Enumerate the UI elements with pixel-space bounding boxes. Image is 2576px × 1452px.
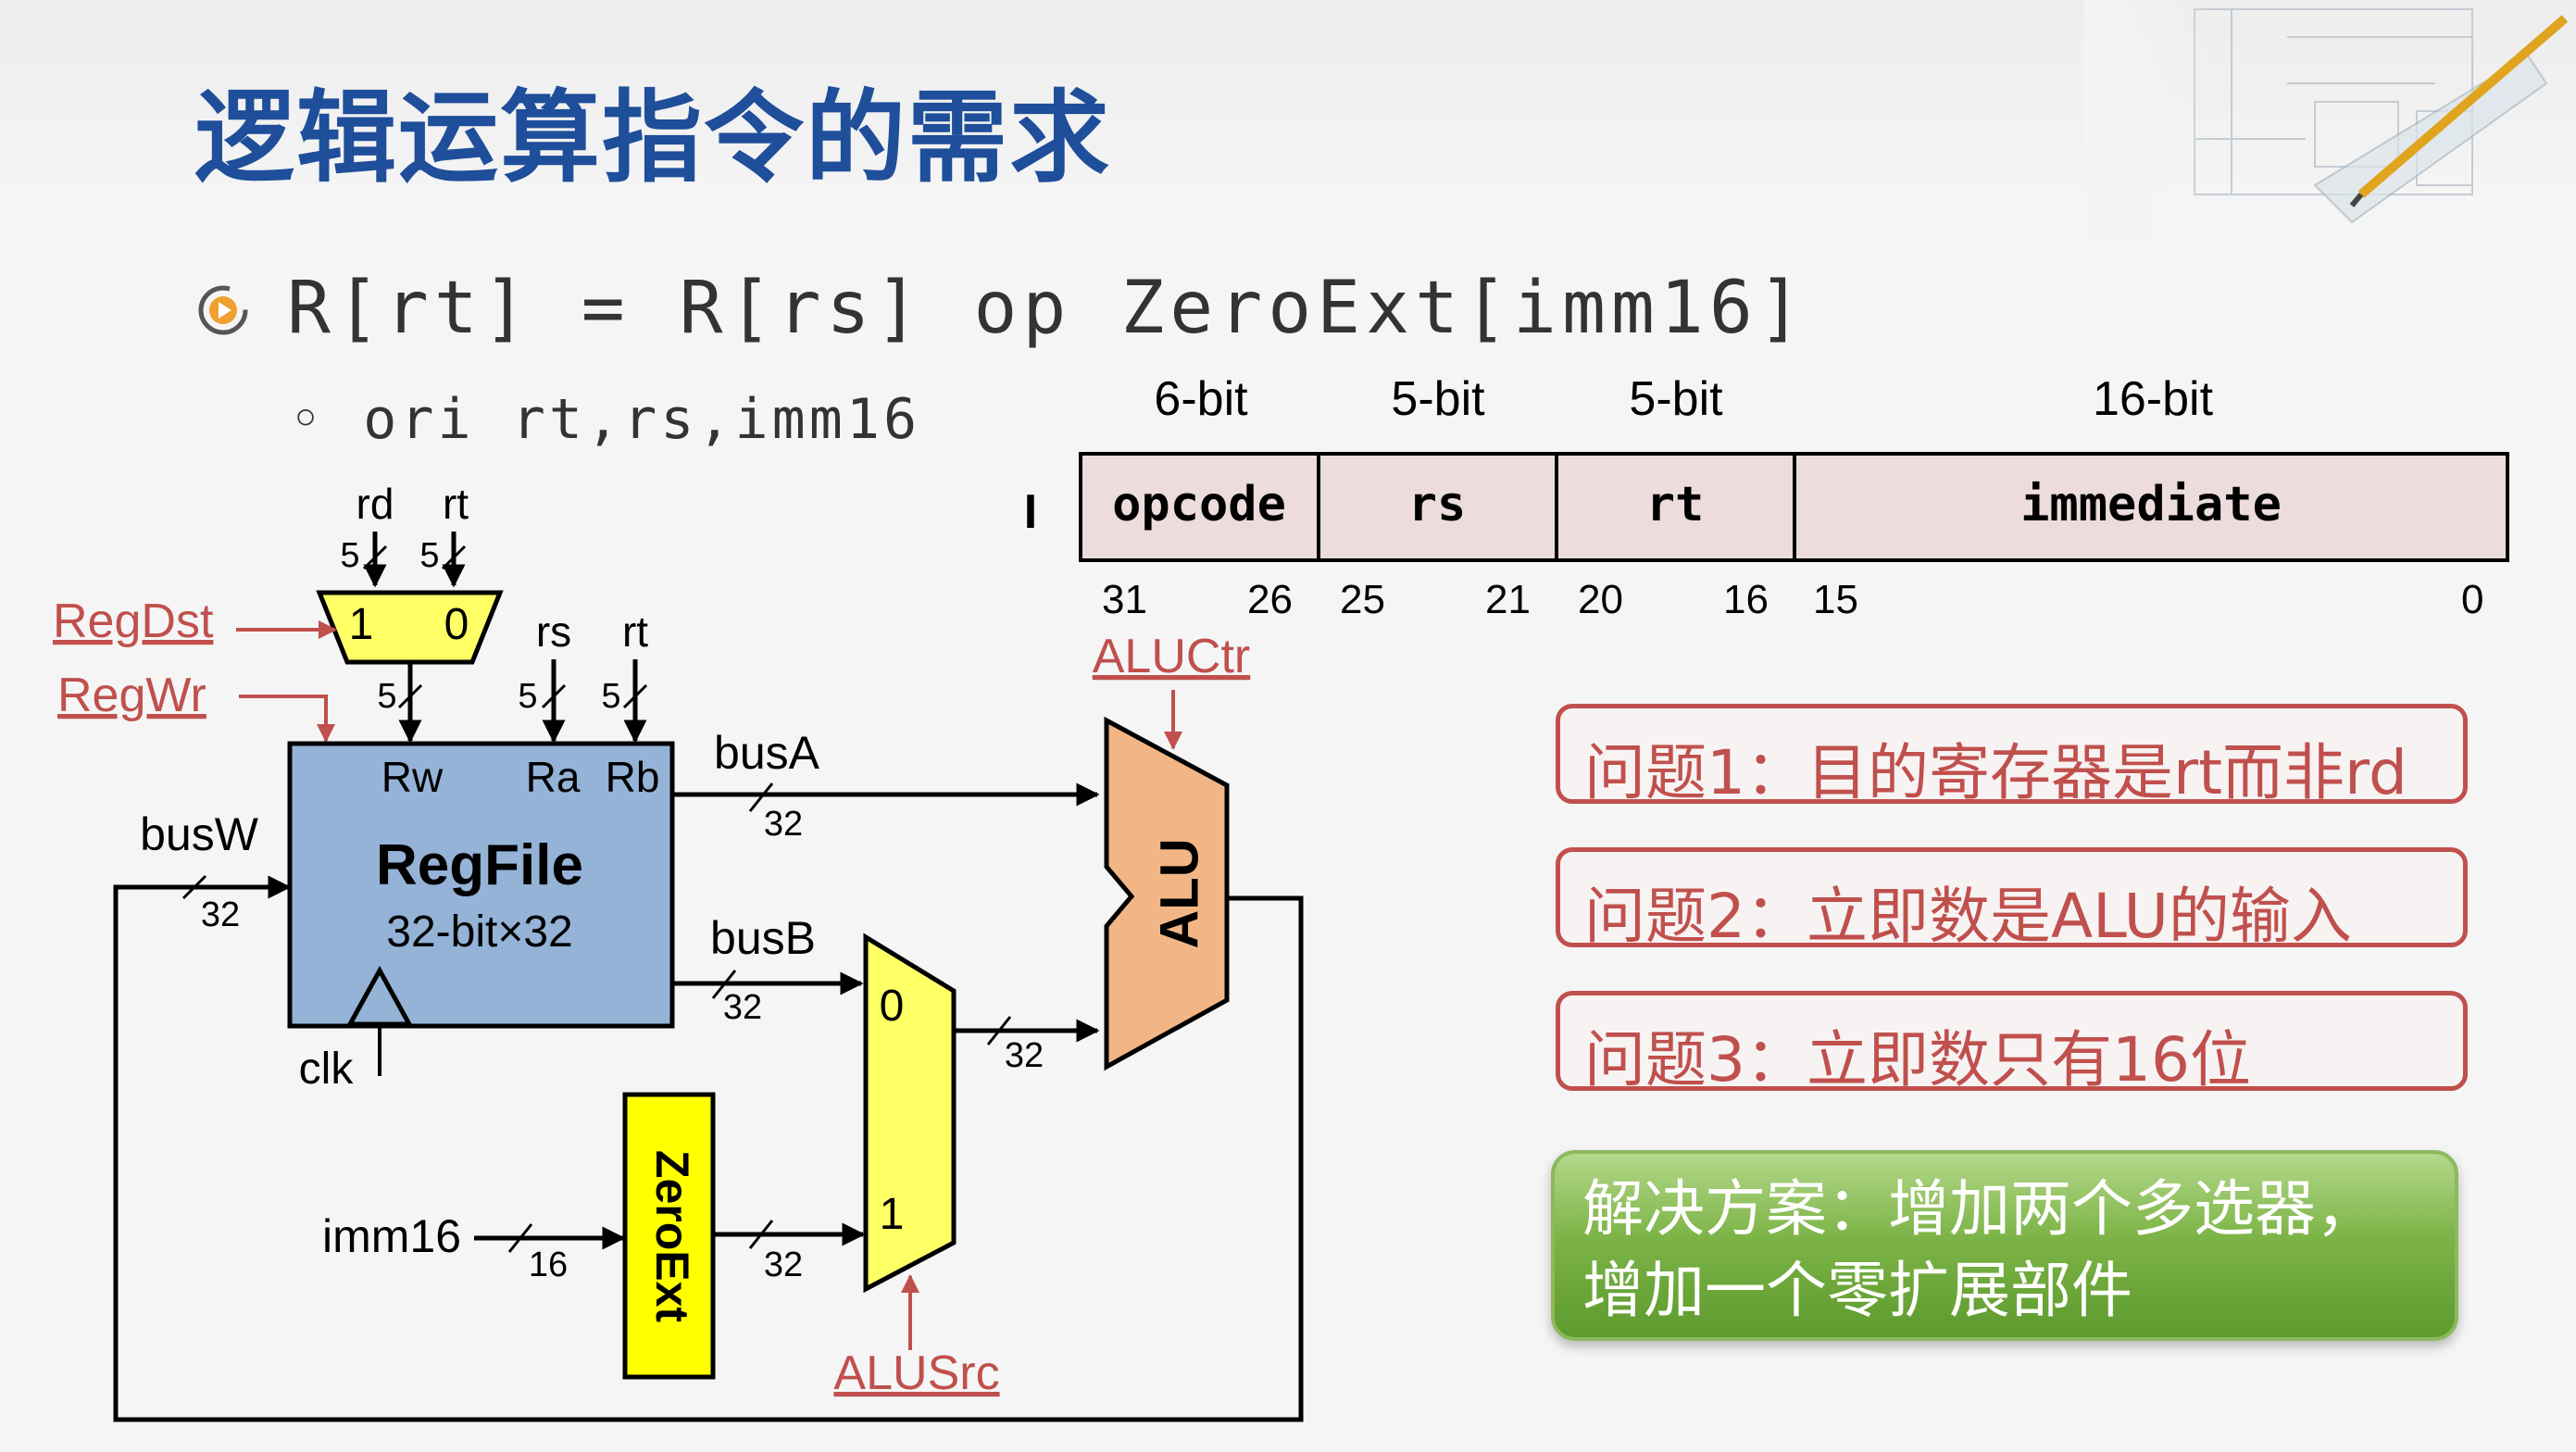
drafting-decoration bbox=[2083, 0, 2569, 241]
regwr-wire bbox=[239, 695, 335, 743]
alusrc-mux-input-0: 0 bbox=[880, 982, 905, 1031]
instruction-format: 6-bit 5-bit 5-bit 16-bit I opcode rs rt … bbox=[1024, 372, 2509, 622]
alu-label: ALU bbox=[1149, 838, 1209, 948]
width-slash bbox=[748, 1220, 774, 1249]
format-field-opcode bbox=[1079, 452, 1320, 562]
zeroext-block bbox=[622, 1092, 716, 1380]
format-type-label: I bbox=[1024, 485, 1037, 539]
format-field-rs bbox=[1317, 452, 1558, 562]
width-5-label: 5 bbox=[601, 677, 620, 716]
regfile-size: 32-bit×32 bbox=[386, 908, 573, 957]
width-5-label: 5 bbox=[419, 536, 439, 575]
alusrc-mux bbox=[863, 933, 957, 1294]
busw-wire bbox=[113, 875, 1304, 1422]
rt-label: rt bbox=[622, 607, 648, 656]
problem-box-2: 问题2：立即数是ALU的输入 bbox=[1556, 847, 2468, 952]
width-32-label: 32 bbox=[1005, 1036, 1044, 1075]
format-field-label: rt bbox=[1646, 477, 1705, 532]
width-slash bbox=[507, 1223, 533, 1253]
ra-port-label: Ra bbox=[526, 753, 581, 801]
sub-formula-text: ori rt,rs,imm16 bbox=[363, 387, 921, 452]
width-5-label: 5 bbox=[340, 536, 359, 575]
rw-port-label: Rw bbox=[381, 753, 444, 801]
sub-bullet: ◦ bbox=[289, 387, 327, 452]
regdst-mux bbox=[316, 590, 504, 665]
regfile-block bbox=[287, 741, 675, 1029]
bit-position: 21 bbox=[1485, 577, 1531, 622]
format-width-label: 16-bit bbox=[2093, 372, 2214, 426]
width-32-label: 32 bbox=[723, 988, 762, 1027]
imm16-label: imm16 bbox=[322, 1210, 461, 1262]
bit-position: 20 bbox=[1578, 577, 1623, 622]
rb-port-label: Rb bbox=[606, 753, 660, 801]
alusrc-mux-input-1: 1 bbox=[880, 1190, 905, 1239]
regdst-label: RegDst bbox=[53, 595, 214, 648]
busw-label: busW bbox=[140, 808, 259, 860]
width-slash bbox=[986, 1016, 1012, 1045]
format-field-rt bbox=[1555, 452, 1796, 562]
rs-label: rs bbox=[536, 607, 571, 656]
width-slash bbox=[397, 683, 423, 709]
rd-label: rd bbox=[356, 480, 394, 528]
formula: R[rt] = R[rs] op ZeroExt[imm16] bbox=[287, 267, 1807, 350]
solution-box: 解决方案：增加两个多选器， 增加一个零扩展部件 bbox=[1551, 1150, 2458, 1341]
regfile-name: RegFile bbox=[376, 833, 583, 897]
alu-block bbox=[1104, 716, 1230, 1071]
width-32-label: 32 bbox=[201, 895, 240, 934]
format-field-immediate bbox=[1793, 452, 2509, 562]
regwr-label: RegWr bbox=[57, 669, 206, 722]
format-field-label: rs bbox=[1408, 477, 1467, 532]
sub-formula: ◦ ori rt,rs,imm16 bbox=[289, 387, 920, 452]
format-width-label: 5-bit bbox=[1391, 372, 1485, 426]
solution-line-1: 解决方案：增加两个多选器， bbox=[1582, 1173, 2377, 1245]
width-16-label: 16 bbox=[529, 1245, 568, 1284]
zeroext-label: ZeroExt bbox=[646, 1150, 698, 1323]
alusrc-label: ALUSrc bbox=[833, 1346, 999, 1400]
play-circle-icon bbox=[198, 285, 248, 335]
width-slash bbox=[711, 970, 737, 999]
busb-label: busB bbox=[710, 912, 816, 964]
slide-title: 逻辑运算指令的需求 bbox=[194, 81, 1112, 196]
bit-position: 0 bbox=[2461, 577, 2483, 622]
problem-text: 问题2：立即数是ALU的输入 bbox=[1584, 881, 2352, 952]
problem-text: 问题1：目的寄存器是rt而非rd bbox=[1584, 737, 2407, 808]
rt-top-label: rt bbox=[443, 480, 469, 528]
regdst-mux-input-1: 1 bbox=[349, 600, 374, 649]
width-32-label: 32 bbox=[764, 1245, 803, 1284]
solution-line-2: 增加一个零扩展部件 bbox=[1582, 1255, 2132, 1326]
width-slash bbox=[748, 782, 774, 812]
bit-position: 25 bbox=[1340, 577, 1385, 622]
problem-box-1: 问题1：目的寄存器是rt而非rd bbox=[1556, 704, 2468, 808]
width-5-label: 5 bbox=[377, 677, 396, 716]
format-field-label: immediate bbox=[2020, 477, 2282, 532]
bit-position: 26 bbox=[1247, 577, 1293, 622]
width-5-label: 5 bbox=[518, 677, 537, 716]
format-width-label: 5-bit bbox=[1629, 372, 1723, 426]
problem-box-3: 问题3：立即数只有16位 bbox=[1556, 991, 2468, 1095]
width-slash bbox=[541, 683, 567, 709]
aluctr-label: ALUCtr bbox=[1093, 630, 1250, 683]
solution-text: 解决方案：增加两个多选器， 增加一个零扩展部件 bbox=[1582, 1169, 2377, 1332]
clk-label: clk bbox=[299, 1045, 355, 1094]
problem-text: 问题3：立即数只有16位 bbox=[1584, 1024, 2251, 1095]
width-32-label: 32 bbox=[764, 805, 803, 844]
bit-position: 31 bbox=[1102, 577, 1147, 622]
width-slash bbox=[181, 874, 207, 900]
format-field-label: opcode bbox=[1112, 477, 1286, 532]
regdst-mux-input-0: 0 bbox=[444, 600, 469, 649]
width-slash bbox=[362, 544, 388, 570]
width-slash bbox=[441, 544, 467, 570]
width-slash bbox=[622, 683, 648, 709]
bit-position: 15 bbox=[1813, 577, 1858, 622]
bit-position: 16 bbox=[1723, 577, 1769, 622]
format-width-label: 6-bit bbox=[1154, 372, 1248, 426]
busa-label: busA bbox=[714, 727, 820, 779]
